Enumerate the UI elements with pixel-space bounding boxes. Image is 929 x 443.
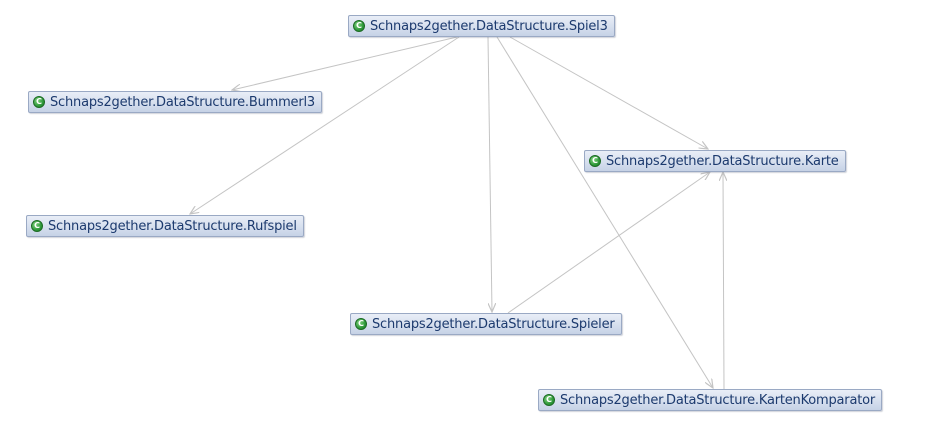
class-node-spiel3[interactable]: C Schnaps2gether.DataStructure.Spiel3 [348, 15, 615, 37]
class-node-label: Schnaps2gether.DataStructure.Spiel3 [370, 18, 608, 34]
edge-spiel3-to-bummerl3 [232, 36, 458, 90]
class-node-spieler[interactable]: C Schnaps2gether.DataStructure.Spieler [350, 313, 622, 335]
class-c-icon: C [355, 318, 367, 330]
class-node-label: Schnaps2gether.DataStructure.Rufspiel [48, 218, 297, 234]
class-node-bummerl3[interactable]: C Schnaps2gether.DataStructure.Bummerl3 [28, 91, 322, 113]
edge-spiel3-to-spieler [487, 36, 492, 312]
class-c-icon: C [543, 394, 555, 406]
class-node-karte[interactable]: C Schnaps2gether.DataStructure.Karte [584, 150, 846, 172]
edge-spieler-to-karte [507, 172, 710, 314]
class-node-rufspiel[interactable]: C Schnaps2gether.DataStructure.Rufspiel [26, 215, 304, 237]
class-node-label: Schnaps2gether.DataStructure.Karte [606, 153, 839, 169]
class-node-kartenkomparator[interactable]: C Schnaps2gether.DataStructure.KartenKom… [538, 389, 883, 411]
class-c-icon: C [353, 20, 365, 32]
edge-kartenkomparator-to-karte [723, 172, 724, 390]
class-node-label: Schnaps2gether.DataStructure.Spieler [372, 316, 615, 332]
class-c-icon: C [31, 220, 43, 232]
class-c-icon: C [589, 155, 601, 167]
edge-spiel3-to-rufspiel [190, 36, 460, 214]
edge-spiel3-to-kartenkomparator [496, 36, 713, 388]
edge-spiel3-to-karte [509, 36, 708, 149]
class-node-label: Schnaps2gether.DataStructure.KartenKompa… [560, 392, 876, 408]
class-c-icon: C [33, 96, 45, 108]
class-node-label: Schnaps2gether.DataStructure.Bummerl3 [50, 94, 315, 110]
